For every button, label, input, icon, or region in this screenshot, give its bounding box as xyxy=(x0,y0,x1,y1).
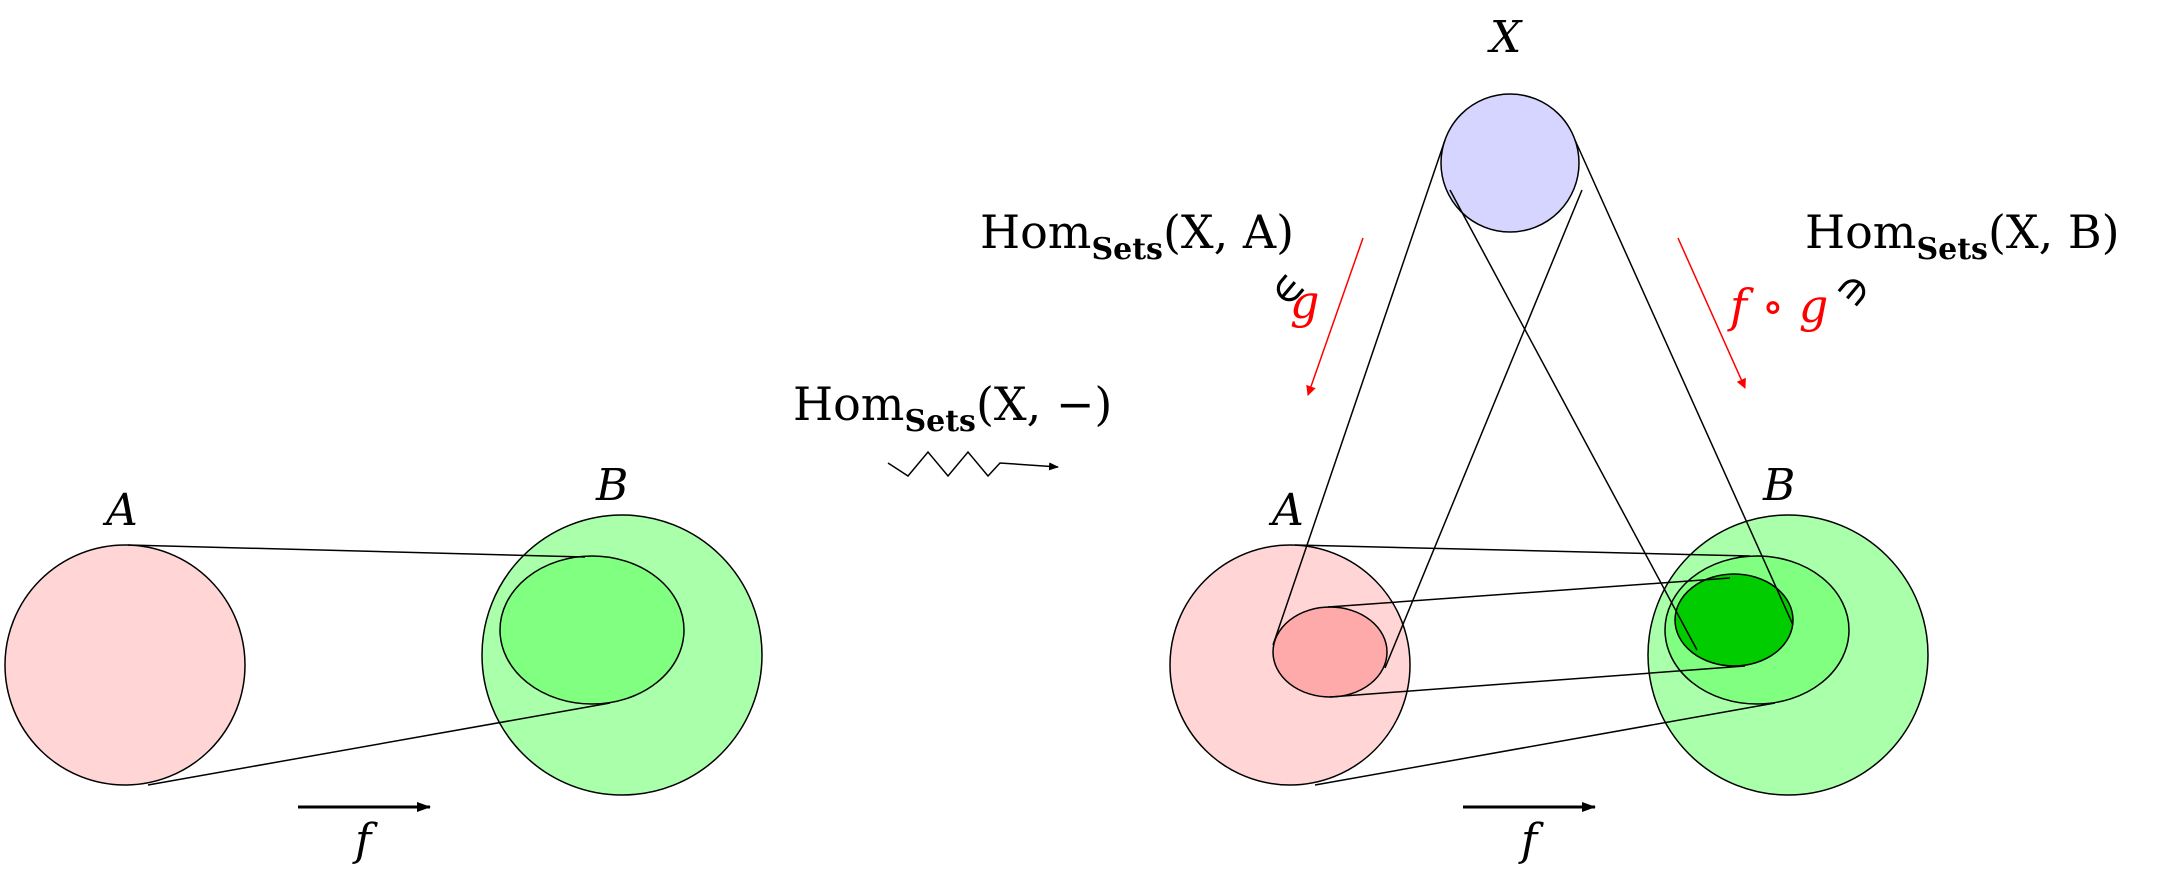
functor-subscript: Sets xyxy=(904,404,976,439)
right-x-to-a-outer xyxy=(1272,139,1446,646)
right-image-g-of-x xyxy=(1272,606,1388,698)
right-mapping-g-bottom xyxy=(1329,665,1746,698)
left-morphism-label: f xyxy=(352,815,378,866)
element-fg-arrow xyxy=(1677,237,1746,389)
right-mapping-a-top xyxy=(1294,544,1751,557)
right-set-x xyxy=(1440,93,1580,233)
right-x-to-a-inner xyxy=(1384,189,1583,669)
left-set-b-label: B xyxy=(595,460,628,511)
left-set-a-label: A xyxy=(102,485,138,536)
functor-squiggle-arrow xyxy=(887,450,1059,478)
hom-x-a-subscript: Sets xyxy=(1091,232,1163,267)
right-set-a-label: A xyxy=(1268,485,1304,536)
left-diagram: A B f xyxy=(4,460,763,866)
functor-args: (X, −) xyxy=(976,377,1112,431)
hom-x-a-label: HomSets(X, A) xyxy=(980,205,1294,267)
right-morphism-label: f xyxy=(1518,815,1544,866)
left-mapping-line-bottom xyxy=(147,702,611,786)
right-mapping-g-top xyxy=(1327,577,1731,608)
hom-x-b-args: (X, B) xyxy=(1988,205,2120,259)
right-diagram: X A B f HomSets(X, A) ∈ g HomSets(X, B) … xyxy=(980,12,2120,866)
right-set-b-label: B xyxy=(1762,460,1795,511)
membership-symbol-fg: ∋ xyxy=(1827,264,1881,316)
hom-x-a-hom: Hom xyxy=(980,205,1091,259)
element-g-arrow xyxy=(1306,237,1364,396)
right-x-to-b-outer xyxy=(1574,139,1794,626)
hom-x-a-args: (X, A) xyxy=(1163,205,1294,259)
hom-x-b-label: HomSets(X, B) xyxy=(1805,205,2120,267)
hom-x-b-subscript: Sets xyxy=(1916,232,1988,267)
functor-hom: Hom xyxy=(793,377,904,431)
functor-label: HomSets(X, −) xyxy=(793,377,1112,439)
left-set-a xyxy=(4,544,246,786)
right-x-to-b-inner xyxy=(1449,189,1698,651)
right-set-x-label: X xyxy=(1487,12,1523,63)
functor-arrow-group: HomSets(X, −) xyxy=(793,377,1112,478)
element-g-label: g xyxy=(1290,275,1319,329)
left-image-f-of-a xyxy=(499,555,685,705)
right-mapping-a-bottom xyxy=(1314,702,1776,786)
element-fg-label: f ∘ g xyxy=(1727,279,1828,333)
right-image-fg-of-x xyxy=(1674,573,1794,667)
left-mapping-line-top xyxy=(127,544,586,558)
hom-x-b-hom: Hom xyxy=(1805,205,1916,259)
